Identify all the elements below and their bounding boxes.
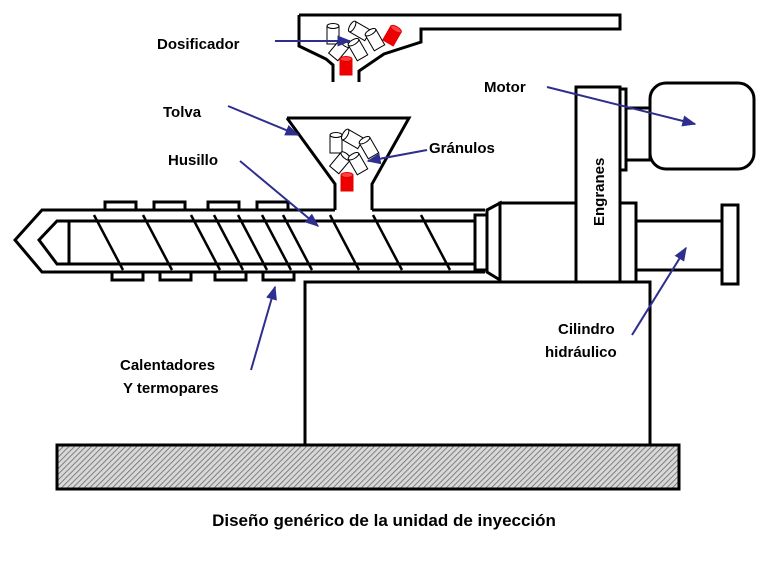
motor <box>624 81 756 171</box>
engranes-label: Engranes <box>591 158 608 226</box>
heater <box>261 270 296 282</box>
tolva-hopper <box>285 116 412 210</box>
cilindro-arrow <box>631 246 687 336</box>
cilindro-label-line2: hidráulico <box>545 344 617 361</box>
motor-label: Motor <box>484 79 526 96</box>
calentadores-label-line2: Y termopares <box>123 380 219 397</box>
engranes-gearbox <box>574 85 638 284</box>
calentadores-label-line1: Calentadores <box>120 357 215 374</box>
drive-housing <box>498 201 578 284</box>
dosificador-feeder <box>297 13 622 82</box>
heater <box>152 200 187 212</box>
cilindro-hidraulico <box>636 203 740 286</box>
machine-base <box>55 443 681 491</box>
barrel <box>13 200 485 282</box>
support-block <box>303 280 652 447</box>
tolva-arrow <box>227 105 300 136</box>
granulos-label: Gránulos <box>429 140 495 157</box>
calentadores-arrow <box>250 285 277 371</box>
heater <box>213 270 248 282</box>
cilindro-label-line1: Cilindro <box>558 321 615 338</box>
granulos-arrow <box>366 149 428 165</box>
husillo-label: Husillo <box>168 152 218 169</box>
husillo-arrow <box>239 160 320 227</box>
dosificador-label: Dosificador <box>157 36 240 53</box>
motor-arrow <box>546 86 697 127</box>
diagram-caption: Diseño genérico de la unidad de inyecció… <box>212 511 556 530</box>
heater <box>103 200 138 212</box>
heater <box>255 200 290 212</box>
heater <box>158 270 193 282</box>
heater <box>206 200 241 212</box>
husillo-screw <box>37 200 502 283</box>
tolva-label: Tolva <box>163 104 202 121</box>
heater <box>110 270 145 282</box>
